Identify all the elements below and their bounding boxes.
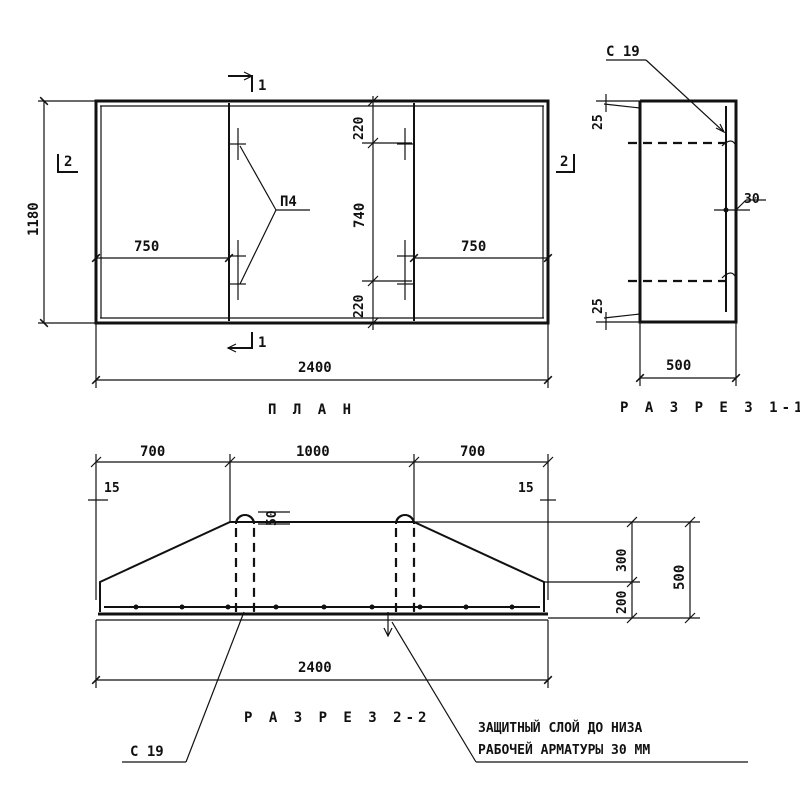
section-2-2-note-line2: РАБОЧЕЙ АРМАТУРЫ 30 ММ: [478, 742, 650, 758]
section-2-2-note-line1: ЗАЩИТНЫЙ СЛОЙ ДО НИЗА: [478, 720, 643, 736]
section-1-1-dim-cover: 30: [744, 192, 760, 207]
section-2-2: 50 700 1000 700 15 15 300 200 500 2400: [88, 444, 748, 763]
section-1-1-dim-width: 500: [666, 358, 691, 374]
plan-loops: [230, 128, 413, 300]
section-2-2-dim-loop: 50: [265, 510, 280, 526]
section-2-2-title: Р А З Р Е З 2-2: [244, 710, 430, 726]
plan-cut-marker-bottom: 1: [226, 332, 266, 353]
section-2-2-dim-total: 2400: [298, 660, 332, 676]
section-1-1-title: Р А З Р Е З 1-1: [620, 400, 800, 416]
svg-text:2: 2: [64, 154, 72, 170]
plan-cut-marker-right: 2: [556, 154, 575, 173]
svg-text:1: 1: [258, 78, 266, 94]
plan-loop-mark: П4: [280, 194, 297, 210]
section-1-1-dim-bottom: 25: [591, 298, 606, 314]
section-2-2-outline: [99, 521, 545, 612]
svg-text:2: 2: [560, 154, 568, 170]
section-2-2-loop-right: [394, 513, 416, 612]
plan-dim-left-part: 750: [134, 239, 159, 255]
section-2-2-dim-edge-right: 15: [518, 481, 534, 496]
plan-slab-outline: [94, 99, 550, 325]
section-2-2-loop-left: [234, 513, 256, 612]
plan-dim-middle: 740: [352, 203, 368, 228]
plan-loop-leader-top: [239, 145, 277, 211]
section-2-2-dim-left: 700: [140, 444, 165, 460]
section-1-1-rebar-mark: С 19: [606, 44, 640, 60]
section-2-2-dim-right: 700: [460, 444, 485, 460]
section-2-2-rebar-mark: С 19: [130, 744, 164, 760]
plan-dim-right-part: 750: [461, 239, 486, 255]
section-1-1-outline: [638, 99, 738, 324]
plan-cut-marker-left: 2: [57, 154, 78, 173]
section-1-1: С 19 30 25 25 500 Р А З Р Е З 1-1: [591, 44, 800, 416]
section-2-2-dim-height: 500: [672, 565, 688, 590]
plan-dim-total-length: 2400: [298, 360, 332, 376]
plan-loop-leader-bottom: [239, 209, 277, 285]
plan-dim-total-width: 1180: [26, 202, 42, 236]
plan-cut-marker-top: 1: [228, 71, 266, 94]
svg-text:1: 1: [258, 335, 266, 351]
section-2-2-dim-upper: 300: [615, 548, 630, 572]
section-2-2-rebar-dots: [133, 604, 515, 610]
plan-dim-bottom-offset: 220: [352, 294, 367, 318]
section-1-1-dim-top: 25: [591, 114, 606, 130]
plan-dim-top-offset: 220: [352, 116, 367, 140]
section-2-2-dim-edge-left: 15: [104, 481, 120, 496]
section-2-2-dim-middle: 1000: [296, 444, 330, 460]
plan-title: П Л А Н: [268, 402, 355, 418]
section-2-2-dim-lower: 200: [615, 590, 630, 614]
plan-view: П4 750 750 220 740 220 1180 2400 1: [26, 71, 575, 418]
